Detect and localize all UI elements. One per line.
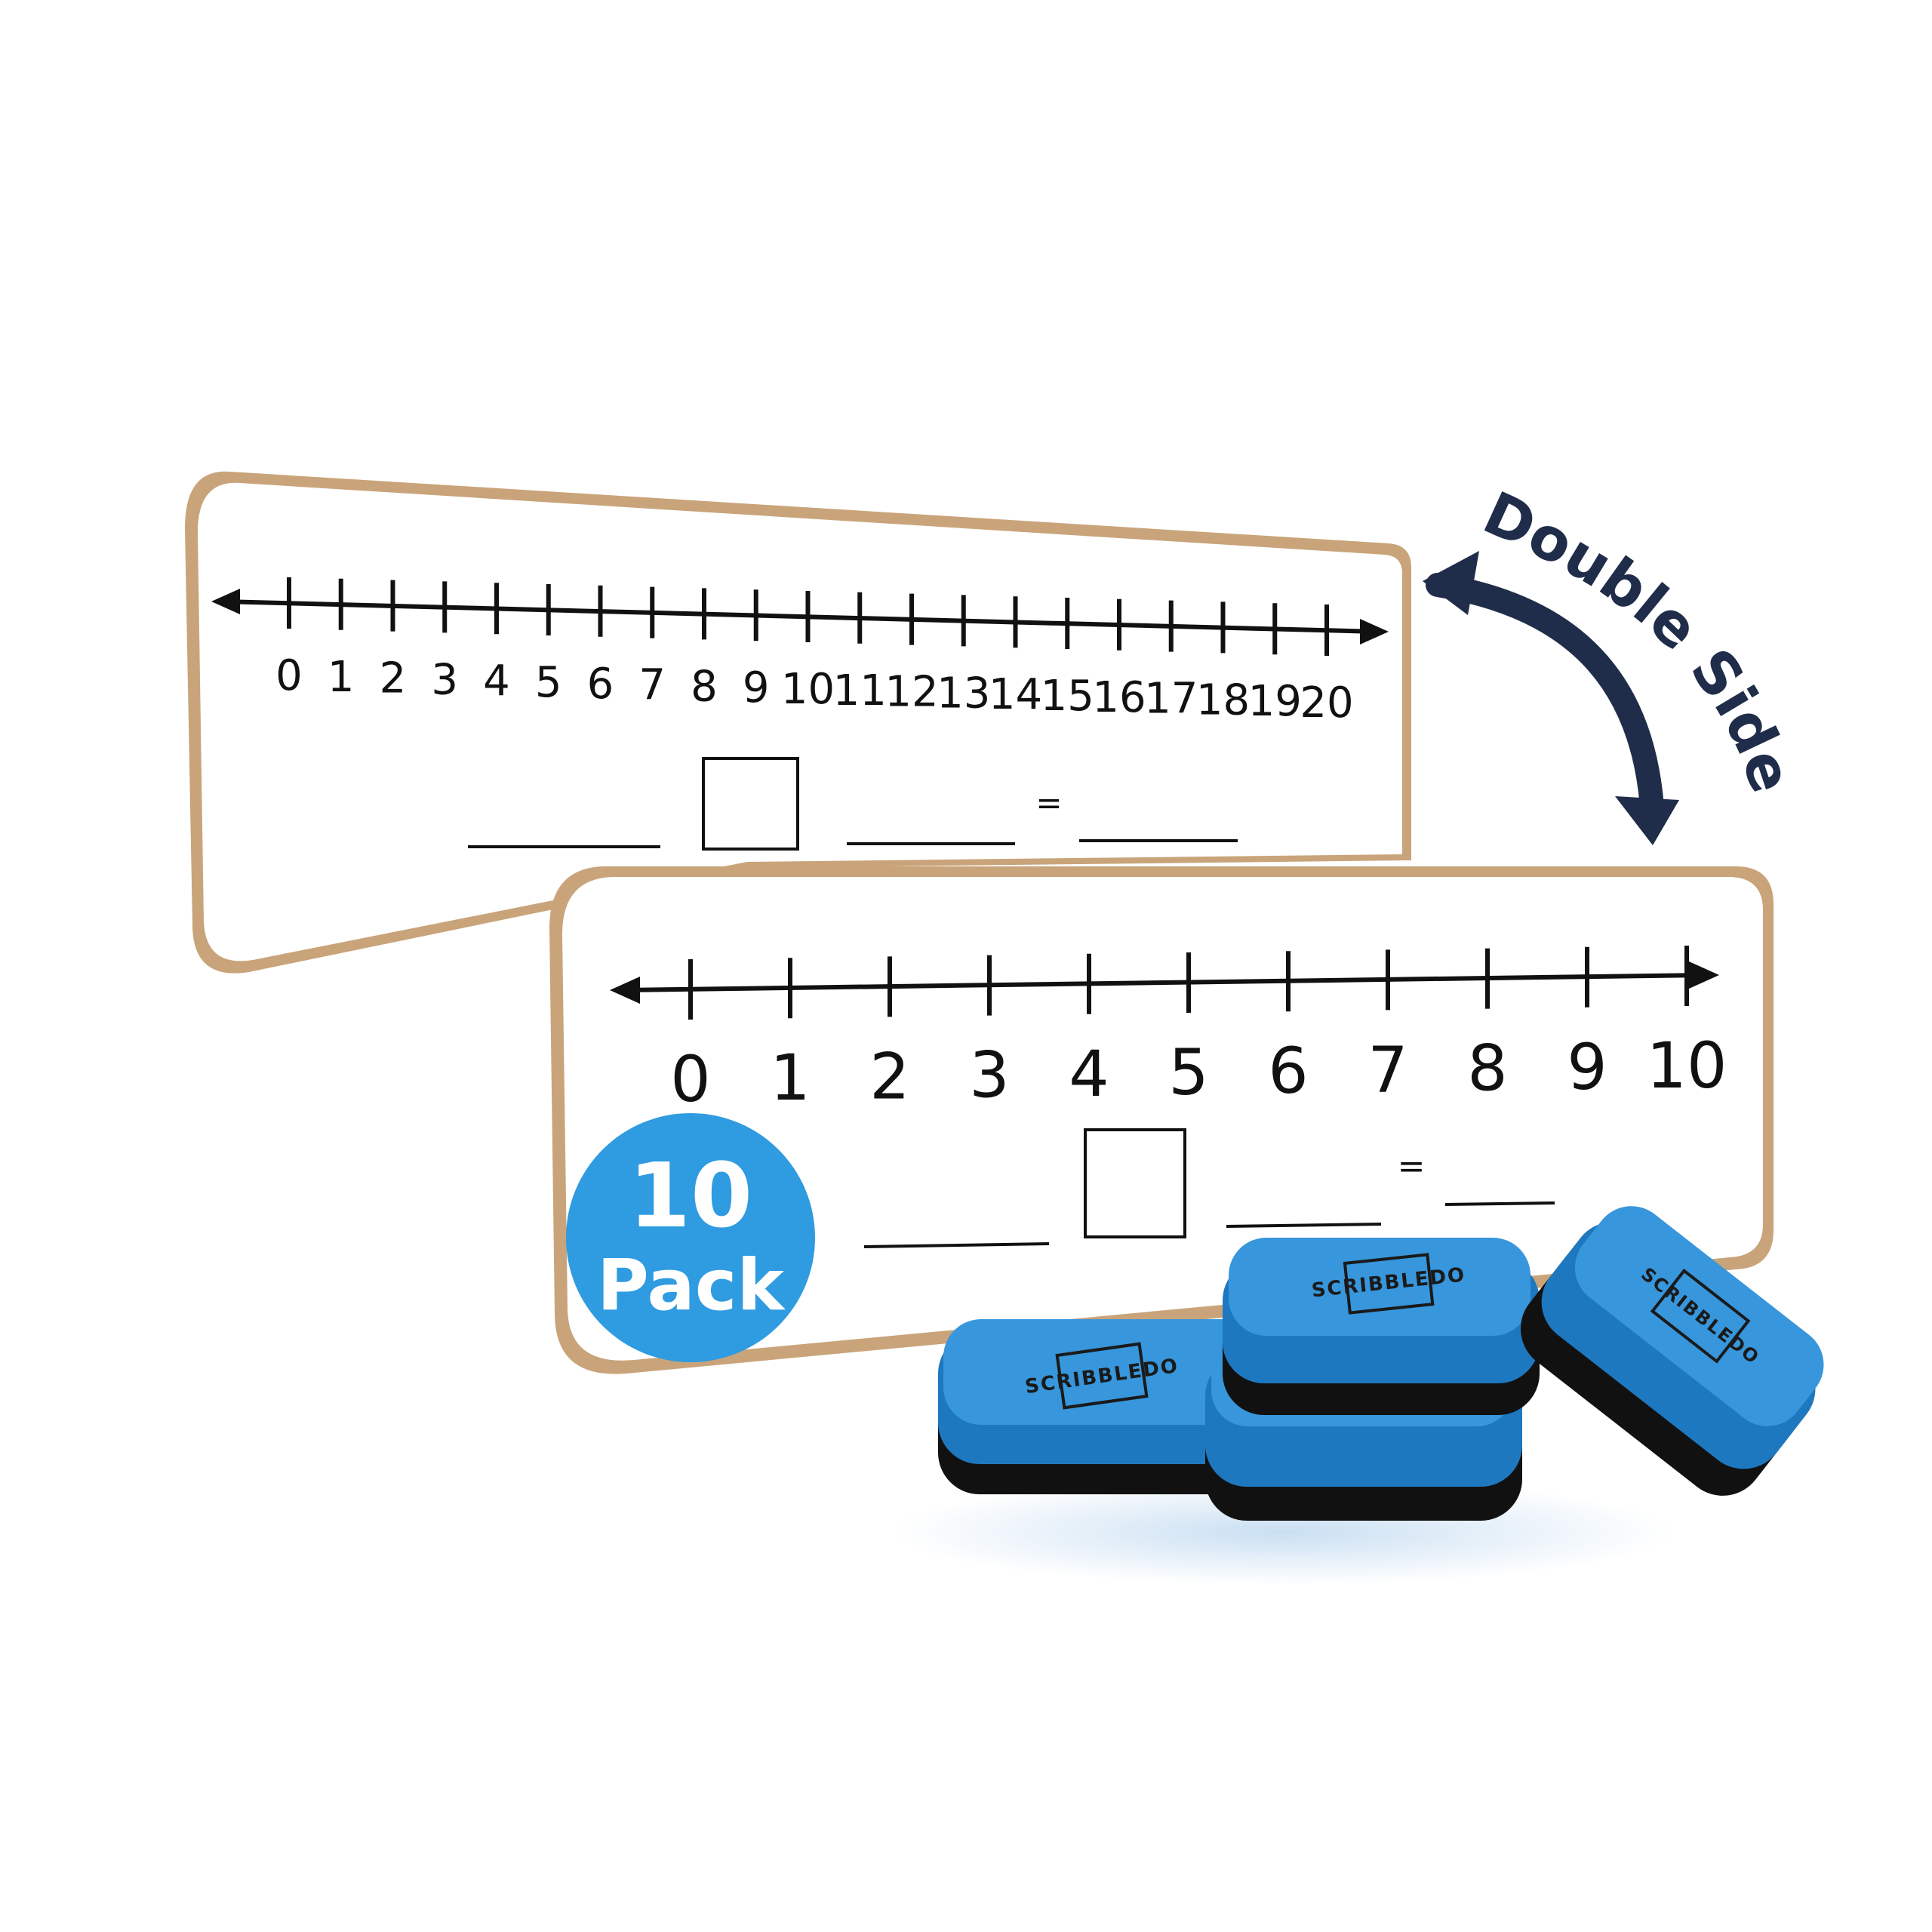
arrow-left-icon — [211, 589, 240, 614]
back_board-tick-label-15: 15 — [1041, 672, 1094, 721]
front_board-tick-label-2: 2 — [869, 1039, 909, 1113]
eraser-left-top — [943, 1319, 1260, 1425]
front_board-tick-label-10: 10 — [1647, 1029, 1727, 1103]
arrow-right-icon — [1360, 619, 1389, 645]
front-blank-2 — [1226, 1223, 1382, 1228]
back_board-tick-label-1: 1 — [328, 653, 355, 702]
back_board-tick-label-19: 19 — [1248, 677, 1302, 726]
front_board-tick-label-1: 1 — [770, 1041, 810, 1115]
back_board-tick-label-3: 3 — [431, 655, 458, 704]
badge-label: Pack — [597, 1244, 786, 1327]
front_board-tick-label-6: 6 — [1268, 1034, 1308, 1108]
eraser-top-top — [1229, 1238, 1531, 1336]
curved-arrow-head-bottom — [1615, 796, 1679, 845]
eraser-left-logo-icon — [1055, 1342, 1149, 1410]
back_board-tick-label-2: 2 — [380, 654, 407, 703]
back_board-tick-label-16: 16 — [1092, 673, 1146, 722]
eraser-left: SCRIBBLEDO — [938, 1319, 1270, 1494]
front_board-tick-label-9: 9 — [1567, 1030, 1607, 1104]
back_board-tick-label-11: 11 — [833, 666, 887, 715]
back_board-tick-label-18: 18 — [1196, 675, 1250, 724]
front-operator-box — [1084, 1128, 1186, 1238]
arrow-right-icon — [1689, 961, 1719, 989]
back_board-tick-label-7: 7 — [638, 661, 666, 710]
front_board-tick-label-8: 8 — [1467, 1032, 1507, 1106]
front-blank-3 — [1444, 1201, 1555, 1206]
eraser-right: SCRIBBLEDO — [1520, 1206, 1824, 1496]
back_board-tick-label-5: 5 — [535, 658, 562, 707]
back_board-tick-label-13: 13 — [937, 669, 990, 718]
erasers-group: SCRIBBLEDO SCRIBBLEDO SCRIBBLEDO — [891, 1206, 1824, 1585]
back-axis-line — [222, 599, 1378, 634]
badge-circle — [566, 1113, 815, 1362]
front_board-tick-label-0: 0 — [670, 1042, 710, 1116]
back-operator-box — [702, 757, 799, 851]
back_board-tick-label-10: 10 — [781, 665, 835, 714]
back-equation: = — [468, 757, 1238, 851]
front-equals-sign: = — [1398, 1147, 1426, 1186]
front_board-tick-label-7: 7 — [1367, 1032, 1407, 1106]
back_board-tick-label-20: 20 — [1300, 678, 1353, 728]
front-blank-1 — [863, 1242, 1050, 1248]
back-equals-sign: = — [1035, 784, 1062, 821]
back_board-tick-label-9: 9 — [743, 663, 770, 712]
back_board-tick-label-14: 14 — [989, 670, 1042, 719]
back_board-tick-label-4: 4 — [483, 657, 510, 706]
pack-badge: 10 Pack — [566, 1113, 815, 1362]
front-axis-line — [622, 973, 1706, 992]
front-equation: = — [863, 1128, 1555, 1248]
eraser-right-top — [1574, 1206, 1824, 1426]
back_board-tick-label-8: 8 — [691, 662, 718, 711]
back_board-tick-label-12: 12 — [884, 668, 938, 717]
curved-arrow-icon — [1426, 573, 1665, 831]
front_board-tick-label-4: 4 — [1069, 1037, 1109, 1111]
arrow-left-icon — [610, 977, 640, 1004]
back_board-tick-label-6: 6 — [587, 660, 614, 709]
curved-arrow-head-top — [1423, 551, 1479, 615]
front_board-tick-label-5: 5 — [1168, 1035, 1208, 1109]
eraser-top-logo-icon — [1343, 1253, 1435, 1315]
eraser-middle-top: SCRIBBLEDO — [1223, 1238, 1540, 1415]
badge-count: 10 — [629, 1143, 752, 1247]
back_board-tick-label-17: 17 — [1144, 675, 1198, 724]
back_board-tick-label-0: 0 — [275, 651, 303, 700]
front_board-tick-label-3: 3 — [969, 1038, 1009, 1112]
eraser-right-logo-icon — [1650, 1268, 1751, 1364]
